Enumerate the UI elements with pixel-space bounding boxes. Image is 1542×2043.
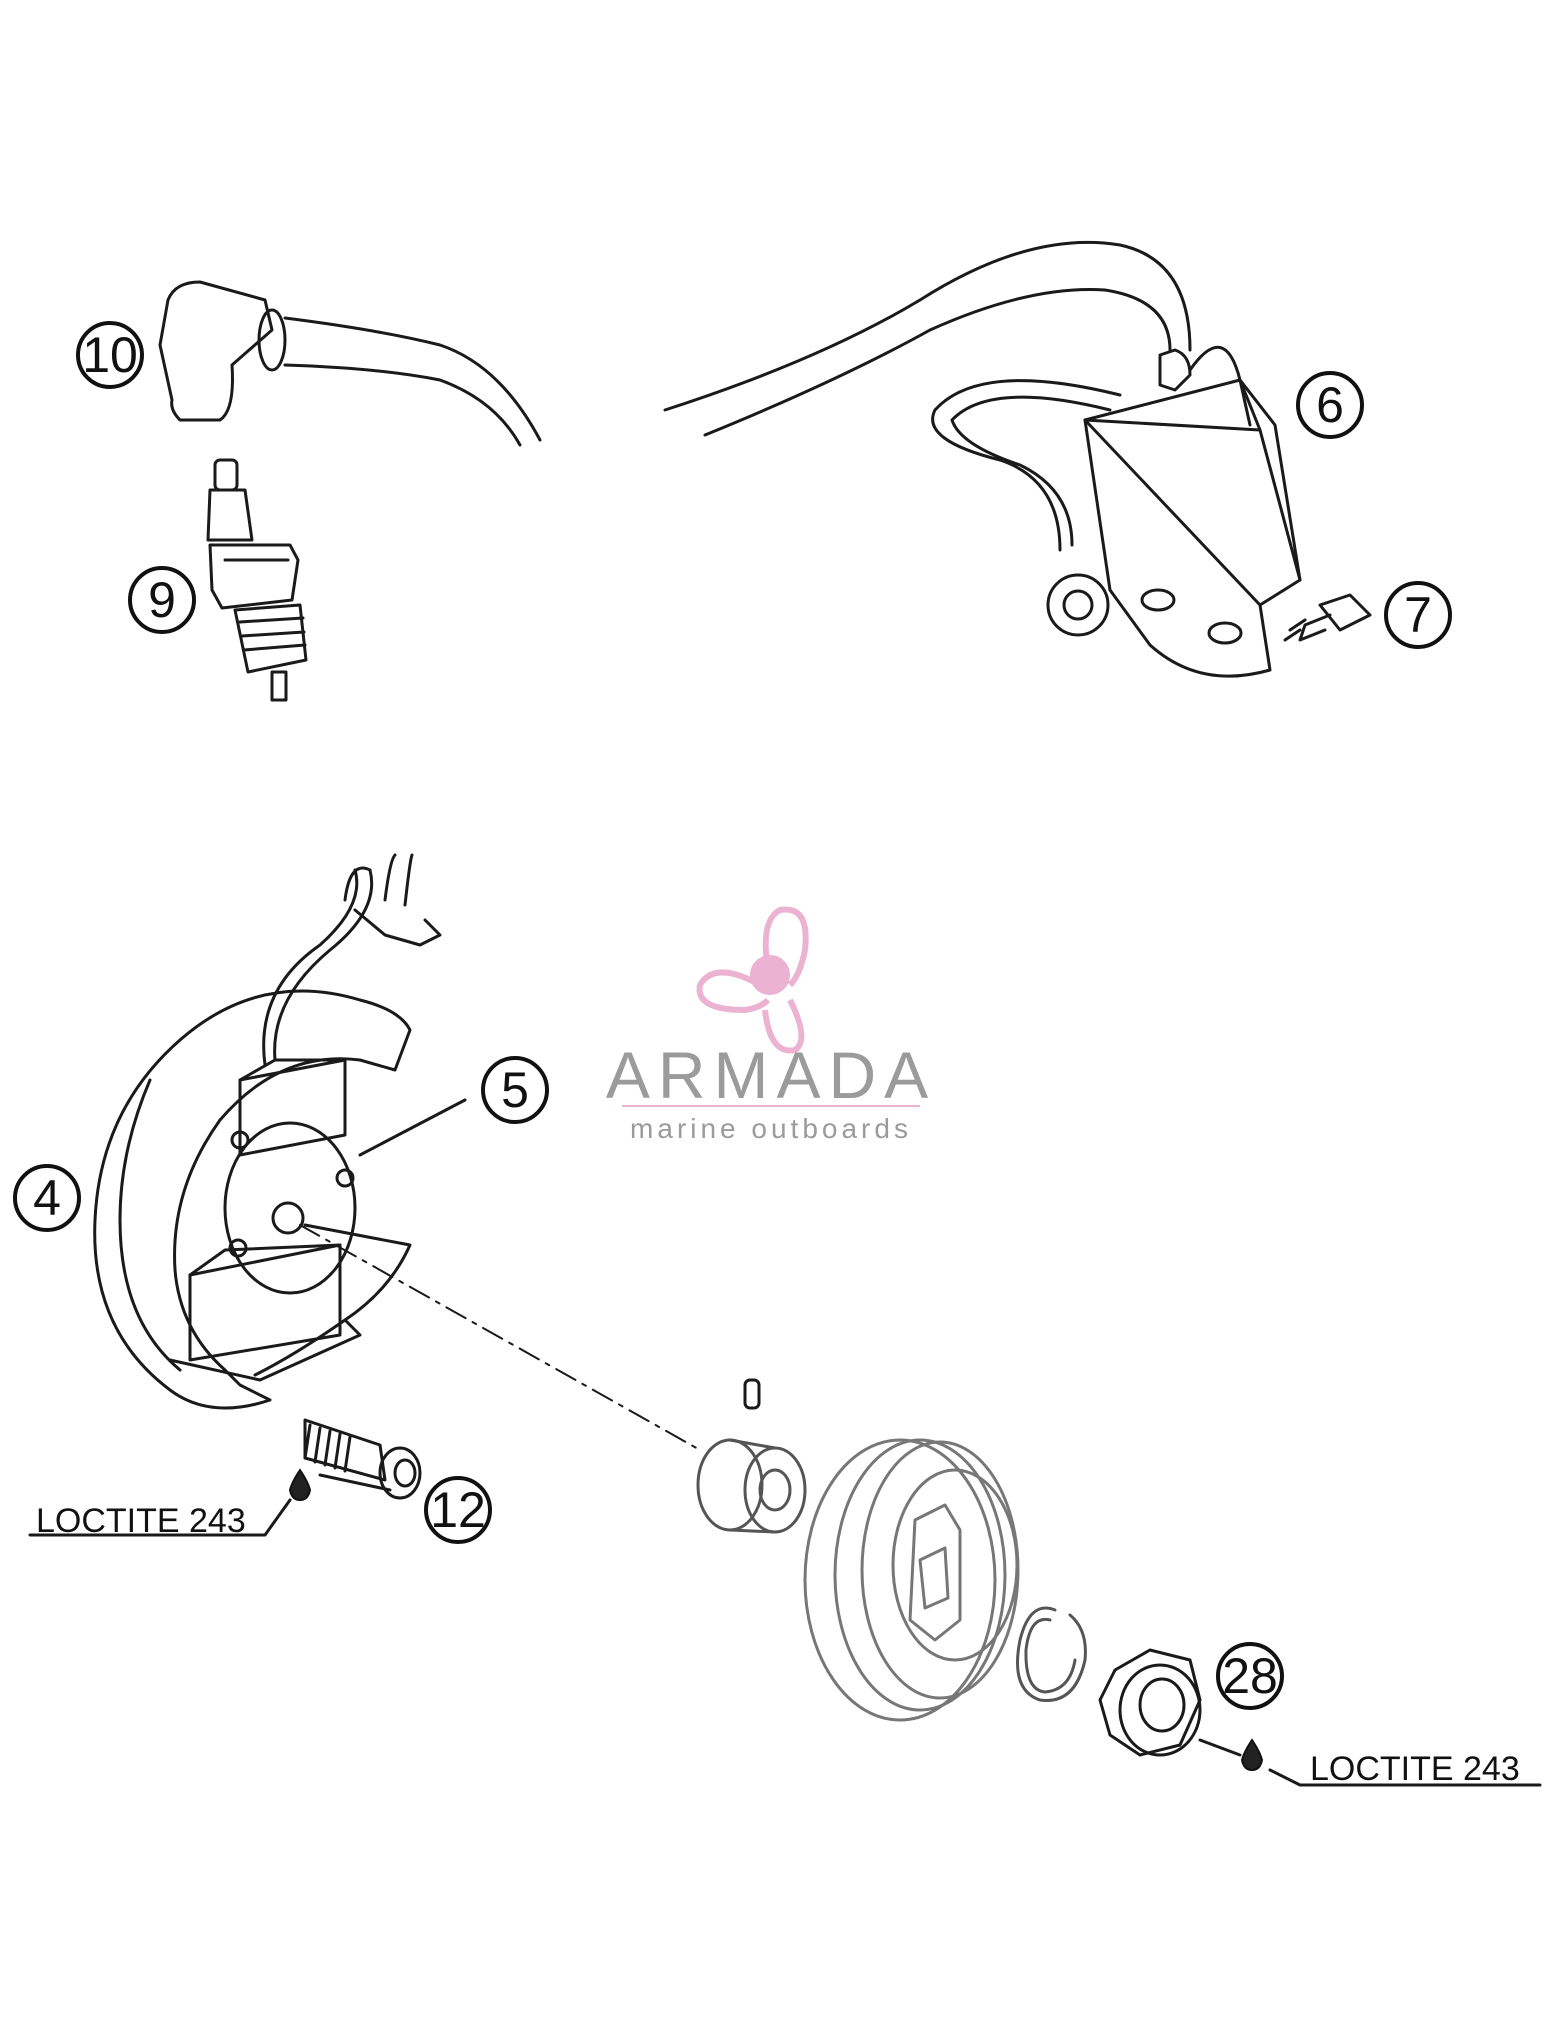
callout-10: 10 [82, 327, 138, 383]
pickup-coil [168, 853, 442, 1382]
callout-7: 7 [1404, 587, 1432, 643]
callout-circle-7 [1384, 581, 1452, 649]
stator-screw [303, 1418, 422, 1500]
axis-line [299, 1224, 701, 1451]
woodruff-key [743, 1378, 761, 1410]
leader-28 [1198, 1738, 1242, 1757]
spark-plug [206, 458, 308, 702]
callout-circle-10 [76, 321, 144, 389]
callout-circle-28 [1216, 1642, 1284, 1710]
circlip [1016, 1606, 1087, 1702]
callout-28: 28 [1222, 1648, 1278, 1704]
callout-12: 12 [430, 1482, 486, 1538]
callout-circle-5 [481, 1056, 549, 1124]
propeller-icon [696, 906, 809, 1054]
stator-plate [93, 989, 412, 1410]
callout-5: 5 [501, 1062, 529, 1118]
callout-circle-12 [424, 1476, 492, 1544]
leader-loctite-left [28, 1498, 292, 1537]
spark-plug-cap [158, 280, 542, 447]
loctite-drop-left-icon [288, 1468, 312, 1502]
flywheel-nut [1098, 1648, 1202, 1757]
loctite-note-left: LOCTITE 243 [36, 1502, 246, 1540]
callout-6: 6 [1316, 377, 1344, 433]
callout-4: 4 [33, 1170, 61, 1226]
leader-12 [318, 1473, 392, 1492]
callout-circle-4 [13, 1164, 81, 1232]
callout-circle-6 [1296, 371, 1364, 439]
coil-screw [1283, 593, 1372, 642]
callout-circle-9 [128, 566, 196, 634]
brand-tagline: marine outboards [630, 1113, 912, 1144]
flywheel-rotor [803, 1438, 1020, 1722]
ignition-coil [663, 240, 1302, 678]
callout-9: 9 [148, 572, 176, 628]
brand-name: ARMADA [606, 1038, 936, 1112]
loctite-note-right: LOCTITE 243 [1310, 1750, 1520, 1788]
leader-loctite-right [1268, 1768, 1542, 1787]
leader-5 [358, 1098, 467, 1157]
armada-logo: ARMADA marine outboards [606, 906, 936, 1144]
crank-bush [696, 1438, 807, 1534]
loctite-drop-right-icon [1240, 1738, 1264, 1772]
